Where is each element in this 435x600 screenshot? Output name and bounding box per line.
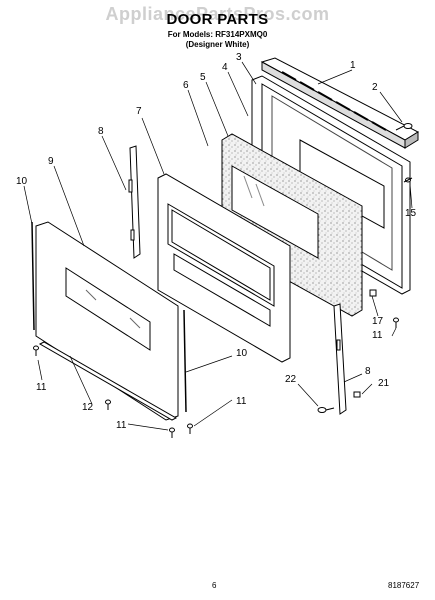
models-line: For Models: RF314PXMQ0 [167,30,268,39]
callout-11a: 11 [372,330,383,341]
callout-11c: 11 [236,396,247,407]
hinge-bracket-right [333,303,347,415]
screw-11-icons [33,177,413,438]
callout-22: 22 [285,374,297,385]
callout-3: 3 [236,52,242,63]
callout-8a: 8 [98,126,104,137]
screw-22-icon [317,407,335,413]
clip-21-icon [353,391,361,398]
callout-9: 9 [48,156,54,167]
callout-10a: 10 [16,176,28,187]
clip-17-icon [369,289,377,297]
page-title: DOOR PARTS [166,11,269,28]
callout-12: 12 [82,402,94,413]
callout-6: 6 [183,80,189,91]
variant-line: (Designer White) [185,40,250,49]
callout-7: 7 [136,106,142,117]
outer-door-glass [35,221,179,421]
document-number: 8187627 [388,581,420,590]
page-number: 6 [212,581,217,590]
insulation-pad [221,133,363,317]
window-frame-assembly [157,173,291,363]
callout-8b: 8 [365,366,371,377]
callout-2: 2 [372,82,378,93]
callout-11d: 11 [116,420,127,431]
leader-lines [23,61,413,431]
bottom-trim [38,341,178,421]
callout-4: 4 [222,62,228,73]
callout-17: 17 [372,316,384,327]
callout-1: 1 [350,60,356,71]
side-trim-left [31,221,35,331]
watermark: AppliancePartsPros.com [105,4,330,24]
callout-10b: 10 [236,348,248,359]
callout-15: 15 [405,208,417,219]
callout-5: 5 [200,72,206,83]
vent-trim-part [260,57,420,149]
side-trim-right [183,309,187,413]
screw-icon [395,123,413,131]
callout-11b: 11 [36,382,47,393]
hinge-bracket-left [128,145,141,259]
callout-21: 21 [378,378,390,389]
